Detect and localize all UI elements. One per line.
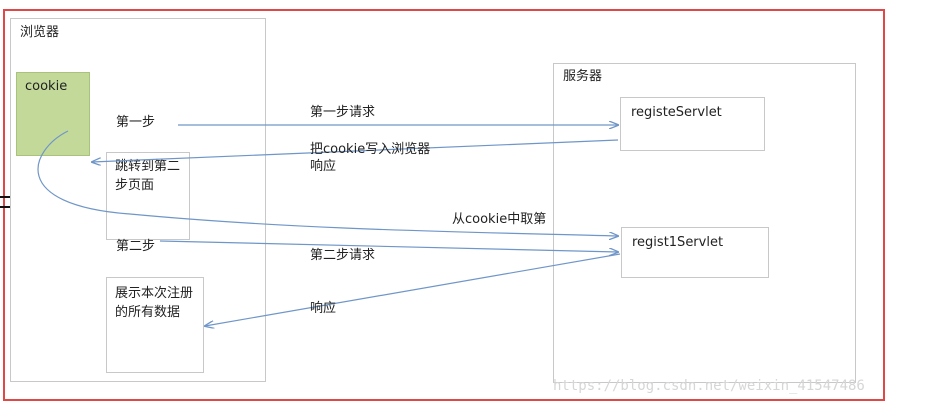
response1-label: 响应 (310, 159, 337, 174)
regist1-servlet-label: regist1Servlet (632, 235, 724, 250)
registe-servlet-label: registeServlet (631, 105, 722, 120)
watermark: https://blog.csdn.net/weixin_41547486 (553, 378, 865, 394)
from-cookie-arrow (37, 130, 618, 236)
write-cookie-label: 把cookie写入浏览器 (310, 142, 431, 157)
write-cookie-arrow (92, 139, 619, 162)
diagram-frame (3, 9, 885, 401)
edge-tick (0, 206, 10, 208)
page1-text: 跳转到第二步页面 (115, 159, 181, 193)
page2-box: 展示本次注册的所有数据 (106, 277, 204, 373)
registe-servlet-box: registeServlet (620, 97, 765, 151)
step1-request-label: 第一步请求 (310, 105, 376, 120)
step2-request-label: 第二步请求 (310, 248, 376, 263)
edge-tick (0, 196, 10, 198)
page2-text: 展示本次注册的所有数据 (115, 286, 194, 320)
cookie-label: cookie (25, 79, 68, 94)
step1-label: 第一步 (116, 115, 156, 130)
step2-label: 第二步 (116, 239, 156, 254)
step2-request-arrow (159, 240, 618, 252)
response2-arrow (205, 253, 621, 326)
response2-label: 响应 (310, 301, 337, 316)
server-title: 服务器 (563, 69, 603, 84)
page1-box: 跳转到第二步页面 (106, 152, 190, 240)
regist1-servlet-box: regist1Servlet (621, 227, 769, 278)
from-cookie-label: 从cookie中取第 (452, 211, 547, 229)
browser-title: 浏览器 (20, 25, 60, 40)
cookie-box: cookie (16, 72, 90, 156)
